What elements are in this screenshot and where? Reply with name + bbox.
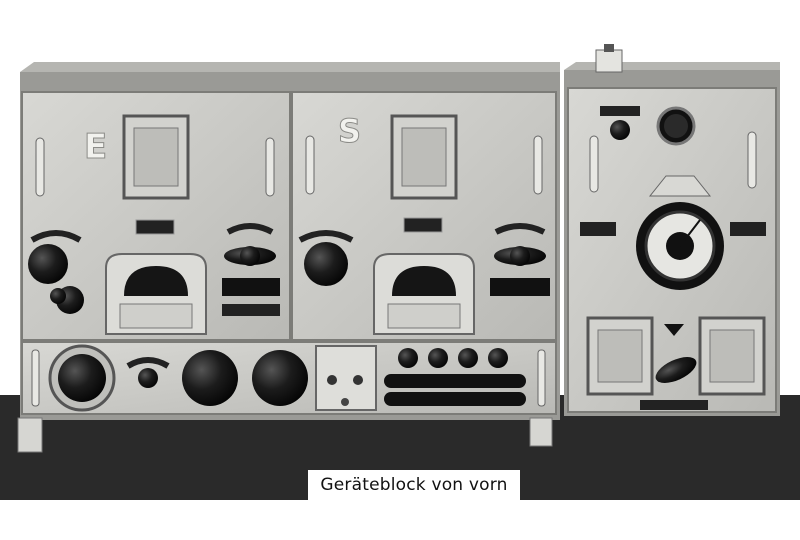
pointer-knob [240, 246, 260, 266]
pointer-knob [510, 246, 530, 266]
handle [35, 137, 45, 197]
cabinet-foot [17, 417, 43, 453]
arc-scale [226, 223, 274, 235]
rotary-knob [50, 288, 66, 304]
handle [537, 349, 546, 407]
cabinet-top [20, 62, 560, 72]
handle [589, 135, 599, 193]
switch-bank [384, 374, 526, 388]
photo-caption: Geräteblock von vorn [308, 470, 520, 500]
rotary-knob [252, 350, 308, 406]
name-plate [600, 106, 640, 116]
panel-letter-e: E [84, 127, 107, 167]
window-frame [709, 329, 755, 383]
switch-plate [222, 304, 280, 316]
pointer-knob [655, 357, 697, 383]
rotary-knob [28, 244, 68, 284]
handle [747, 131, 757, 189]
meter-plate [387, 303, 461, 329]
window-frame [401, 127, 447, 187]
bottom-margin [0, 500, 800, 536]
top-connector [604, 44, 614, 52]
window-frame [597, 329, 643, 383]
switch-plate [490, 278, 550, 296]
name-plate [580, 222, 616, 236]
name-plate [135, 219, 175, 235]
name-plate [730, 222, 766, 236]
meter-window [124, 266, 188, 296]
socket [341, 398, 349, 406]
rotary-knob [488, 348, 508, 368]
name-plate [403, 217, 443, 233]
rotary-knob [610, 120, 630, 140]
switch-bank [384, 392, 526, 406]
rotary-knob [58, 354, 106, 402]
socket [353, 375, 363, 385]
arc-scale [126, 357, 170, 369]
meter-window [392, 266, 456, 296]
socket [327, 375, 337, 385]
handle [31, 349, 40, 407]
handle [265, 137, 275, 197]
switch-plate [222, 278, 280, 296]
panel-letter-s: S [338, 112, 361, 150]
rotary-knob [428, 348, 448, 368]
dial-hood [648, 175, 712, 197]
top-connector [595, 49, 623, 73]
handle [533, 135, 543, 195]
rotary-knob [138, 368, 158, 388]
dial-pointer [679, 219, 701, 247]
indicator [664, 324, 684, 336]
main-cabinet: E S [17, 62, 560, 453]
arc-scale [30, 230, 82, 243]
handle [305, 135, 315, 195]
side-cabinet [564, 44, 780, 416]
rotary-knob [304, 242, 348, 286]
name-plate [640, 400, 708, 410]
cabinet-foot [529, 417, 553, 447]
rotary-knob [458, 348, 478, 368]
meter-plate [119, 303, 193, 329]
arc-scale [494, 223, 546, 235]
rotary-knob [182, 350, 238, 406]
rotary-knob [398, 348, 418, 368]
arc-scale [298, 230, 354, 243]
dial-gauge [664, 114, 688, 138]
window-frame [133, 127, 179, 187]
